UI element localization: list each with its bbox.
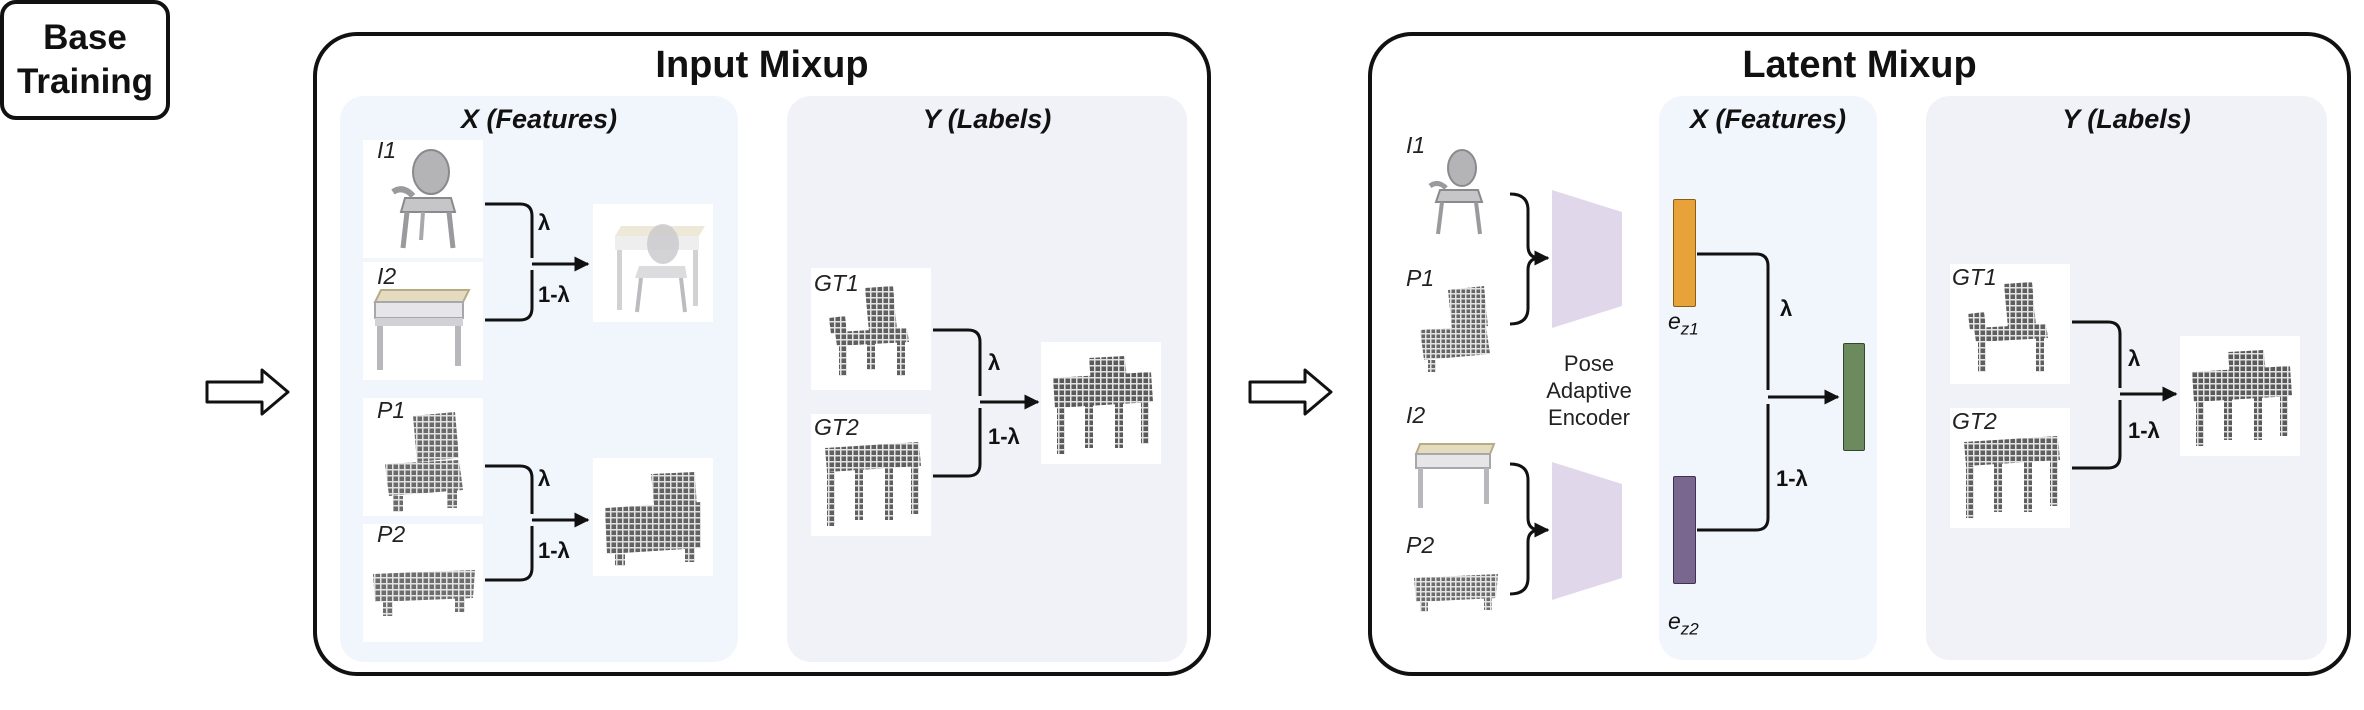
p1-pointcloud-image <box>363 398 483 516</box>
input-gt-one-minus-lambda-label: 1-λ <box>988 424 1020 449</box>
ez2-label-sub: z2 <box>1680 619 1699 639</box>
latent-label-gt2: GT2 <box>1952 408 1997 434</box>
input-label-i2: I2 <box>377 263 397 289</box>
input-image-one-minus-lambda-label: 1-λ <box>538 282 570 307</box>
latent-y-labels-title: Y (Labels) <box>2062 104 2191 134</box>
latent-mixed-gt-output <box>2180 336 2300 456</box>
latent-gt1-voxel-image <box>1950 264 2070 384</box>
base-training-line2: Training <box>16 62 154 101</box>
p2-pointcloud-image <box>363 524 483 642</box>
latent-label-p2: P2 <box>1406 532 1435 558</box>
latent-one-minus-lambda-label: 1-λ <box>1776 466 1808 491</box>
latent-label-p1: P1 <box>1406 265 1435 291</box>
input-mixup-title: Input Mixup <box>655 44 869 86</box>
hollow-arrow-icon <box>1248 368 1333 416</box>
ez2-latent-vector <box>1673 476 1696 584</box>
input-label-p2: P2 <box>377 521 406 547</box>
input-x-features-title: X (Features) <box>460 104 618 134</box>
i1-chair-image <box>363 140 483 258</box>
latent-gt-one-minus-lambda-label: 1-λ <box>2128 418 2160 443</box>
input-pc-lambda-label: λ <box>538 466 551 491</box>
pose-adaptive-encoder-bottom <box>1552 462 1622 600</box>
ez1-label-sub: z1 <box>1680 319 1699 339</box>
ez1-label: ez1 <box>1668 308 1699 340</box>
encoder-label-line1: Pose <box>1563 351 1615 376</box>
input-pc-one-minus-lambda-label: 1-λ <box>538 538 570 563</box>
pointcloud-mixup-connector <box>485 464 590 582</box>
latent-gt-lambda-label: λ <box>2128 346 2141 371</box>
input-gt-lambda-label: λ <box>988 350 1001 375</box>
pose-adaptive-encoder-top <box>1552 190 1622 328</box>
ez2-label-base: e <box>1668 608 1681 634</box>
encoder-label-line2: Adaptive <box>1546 378 1632 403</box>
latent-i1-chair-image <box>1406 142 1504 242</box>
latent-gt2-voxel-image <box>1950 408 2070 528</box>
mixed-latent-vector <box>1843 343 1865 451</box>
hollow-arrow-icon <box>205 368 290 416</box>
input-label-gt1: GT1 <box>814 270 859 296</box>
ez1-label-base: e <box>1668 308 1681 334</box>
gt-mixup-connector <box>933 328 1040 478</box>
input-label-i1: I1 <box>377 137 397 163</box>
encoder-label: Pose Adaptive Encoder <box>1527 350 1651 431</box>
gt2-voxel-image <box>811 414 931 536</box>
ez2-label: ez2 <box>1668 608 1699 640</box>
ez1-latent-vector <box>1673 199 1696 307</box>
gt1-voxel-image <box>811 268 931 390</box>
latent-vector-mixup-connector <box>1697 252 1840 532</box>
mixed-image-output <box>593 204 713 322</box>
i2-desk-image <box>363 262 483 380</box>
mixed-gt-output <box>1041 342 1161 464</box>
encoder-label-line3: Encoder <box>1548 405 1630 430</box>
input-y-labels-title: Y (Labels) <box>922 104 1052 134</box>
mixed-pointcloud-output <box>593 458 713 576</box>
input-label-p1: P1 <box>377 397 406 423</box>
latent-lambda-label: λ <box>1780 296 1793 321</box>
base-training-line1: Base <box>43 18 127 57</box>
latent-mixup-title: Latent Mixup <box>1742 44 1977 86</box>
latent-gt-mixup-connector <box>2072 320 2178 470</box>
latent-label-i2: I2 <box>1406 402 1426 428</box>
image-mixup-connector <box>485 202 590 322</box>
input-image-lambda-label: λ <box>538 210 551 235</box>
latent-p2-pointcloud-image <box>1406 542 1504 642</box>
latent-i2-desk-image <box>1406 418 1504 518</box>
latent-x-features-title: X (Features) <box>1689 104 1847 134</box>
latent-label-i1: I1 <box>1406 132 1426 158</box>
latent-p1-pointcloud-image <box>1406 274 1504 374</box>
input-label-gt2: GT2 <box>814 414 859 440</box>
latent-label-gt1: GT1 <box>1952 264 1997 290</box>
latent-brace-connectors <box>1509 192 1550 596</box>
base-training-box: Base Training <box>0 0 170 120</box>
